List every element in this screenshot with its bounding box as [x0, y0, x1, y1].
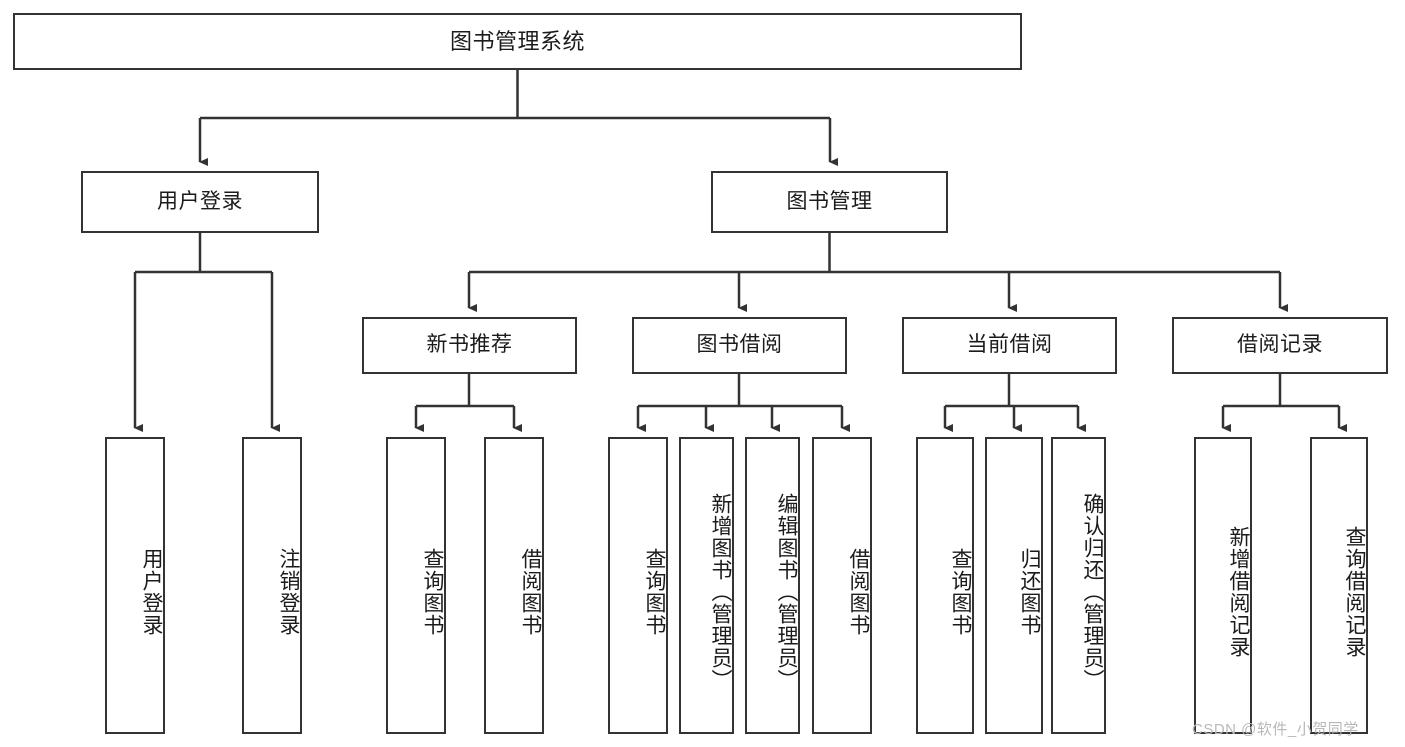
node-current-borrow[interactable]: 当前借阅 — [902, 317, 1117, 374]
leaf-borrow-book-recommend[interactable]: 借阅图书 — [484, 437, 544, 734]
leaf-logout-login[interactable]: 注销登录 — [242, 437, 302, 734]
node-label: 借阅图书 — [847, 547, 870, 636]
leaf-edit-book-admin[interactable]: 编辑图书（管理员） — [745, 437, 800, 734]
node-label: 新增图书（管理员） — [709, 492, 732, 691]
leaf-query-book-recommend[interactable]: 查询图书 — [386, 437, 446, 734]
node-root-system[interactable]: 图书管理系统 — [13, 13, 1022, 70]
node-borrow-record[interactable]: 借阅记录 — [1172, 317, 1388, 374]
leaf-add-borrow-record[interactable]: 新增借阅记录 — [1194, 437, 1252, 734]
leaf-confirm-return-admin[interactable]: 确认归还（管理员） — [1051, 437, 1106, 734]
node-label: 当前借阅 — [966, 333, 1053, 357]
node-label: 归还图书 — [1018, 547, 1041, 636]
node-new-book-recommend[interactable]: 新书推荐 — [362, 317, 577, 374]
node-label: 查询图书 — [949, 547, 972, 636]
node-label: 查询图书 — [421, 547, 444, 636]
node-label: 图书管理系统 — [449, 28, 585, 54]
node-label: 图书管理 — [786, 189, 873, 213]
node-label: 借阅记录 — [1237, 333, 1323, 357]
node-label: 用户登录 — [157, 189, 243, 213]
node-label: 用户登录 — [140, 547, 163, 636]
node-label: 注销登录 — [277, 547, 300, 636]
leaf-add-book-admin[interactable]: 新增图书（管理员） — [679, 437, 734, 734]
leaf-user-login[interactable]: 用户登录 — [105, 437, 165, 734]
node-label: 查询图书 — [643, 547, 666, 636]
leaf-borrow-book[interactable]: 借阅图书 — [812, 437, 872, 734]
node-label: 图书借阅 — [696, 333, 783, 357]
watermark-text: CSDN @软件_小贺同学 — [1192, 721, 1359, 738]
node-book-borrow[interactable]: 图书借阅 — [632, 317, 847, 374]
node-label: 借阅图书 — [519, 547, 542, 636]
node-label: 编辑图书（管理员） — [775, 492, 798, 691]
node-user-login[interactable]: 用户登录 — [81, 171, 319, 233]
leaf-return-book[interactable]: 归还图书 — [985, 437, 1043, 734]
leaf-query-book-borrow[interactable]: 查询图书 — [608, 437, 668, 734]
node-book-management[interactable]: 图书管理 — [711, 171, 948, 233]
node-label: 新书推荐 — [426, 333, 513, 357]
node-label: 确认归还（管理员） — [1081, 492, 1104, 691]
leaf-query-borrow-record[interactable]: 查询借阅记录 — [1310, 437, 1368, 734]
node-label: 查询借阅记录 — [1343, 525, 1366, 658]
node-label: 新增借阅记录 — [1227, 525, 1250, 658]
leaf-query-book-current[interactable]: 查询图书 — [916, 437, 974, 734]
